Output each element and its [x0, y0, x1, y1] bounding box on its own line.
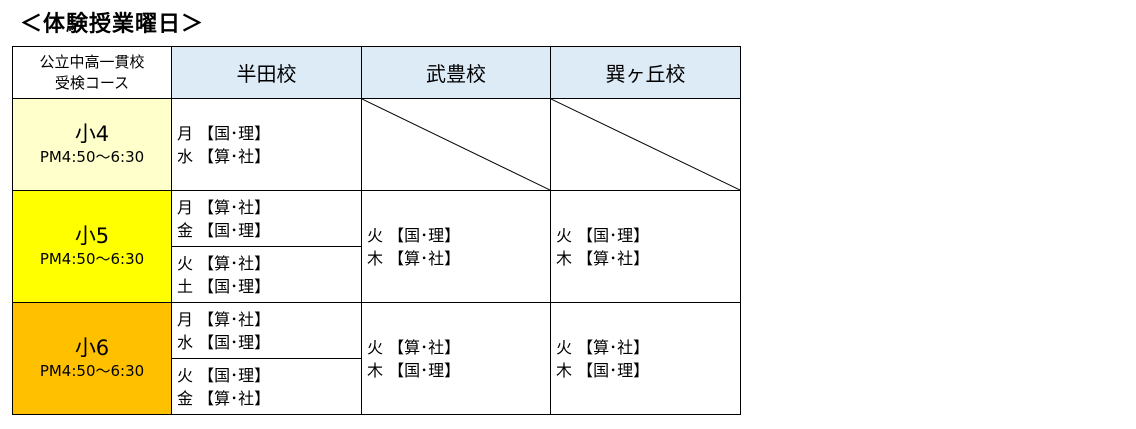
schedule-line: 火 【算･社】 [177, 253, 271, 273]
schedule-line: 木 【算･社】 [367, 248, 461, 268]
schedule-line: 水 【国･理】 [177, 332, 271, 352]
grade-6-cell: 小6 PM4:50～6:30 [12, 302, 172, 415]
grade-5-handa-b: 火 【算･社】 土 【国･理】 [171, 246, 362, 303]
schedule-line: 火 【国･理】 [367, 225, 461, 245]
schedule-line: 木 【算･社】 [556, 248, 650, 268]
schedule-line: 火 【国･理】 [177, 365, 271, 385]
schedule-line: 水 【算･社】 [177, 146, 271, 166]
grade-label: 小4 [74, 122, 110, 146]
grade-time: PM4:50～6:30 [39, 362, 145, 380]
schedule-line: 火 【算･社】 [556, 337, 650, 357]
grade-6-handa-a: 月 【算･社】 水 【国･理】 [171, 302, 362, 359]
schedule-line: 月 【国･理】 [177, 123, 271, 143]
schedule-line: 火 【国･理】 [556, 225, 650, 245]
grade-label: 小6 [74, 336, 110, 360]
schedule-line: 土 【国･理】 [177, 276, 271, 296]
corner-header: 公立中高一貫校 受検コース [12, 46, 172, 99]
schedule-line: 木 【国･理】 [556, 360, 650, 380]
schedule-line: 金 【算･社】 [177, 388, 271, 408]
grade-5-handa-a: 月 【算･社】 金 【国･理】 [171, 190, 362, 247]
header-tatsumigaoka: 巽ヶ丘校 [550, 46, 741, 99]
header-handa: 半田校 [171, 46, 362, 99]
schedule-line: 月 【算･社】 [177, 197, 271, 217]
grade-6-tatsumigaoka: 火 【算･社】 木 【国･理】 [550, 302, 741, 415]
grade-4-taketoyo-empty [361, 98, 551, 191]
grade-time: PM4:50～6:30 [39, 148, 145, 166]
schedule-line: 月 【算･社】 [177, 309, 271, 329]
schedule-line: 木 【国･理】 [367, 360, 461, 380]
diagonal-slash [551, 99, 740, 190]
grade-time: PM4:50～6:30 [39, 250, 145, 268]
corner-line: 受検コース [54, 73, 130, 92]
grade-5-tatsumigaoka: 火 【国･理】 木 【算･社】 [550, 190, 741, 303]
grade-6-handa-b: 火 【国･理】 金 【算･社】 [171, 358, 362, 415]
grade-5-cell: 小5 PM4:50～6:30 [12, 190, 172, 303]
grade-4-handa: 月 【国･理】 水 【算･社】 [171, 98, 362, 191]
schedule-line: 火 【算･社】 [367, 337, 461, 357]
grade-4-cell: 小4 PM4:50～6:30 [12, 98, 172, 191]
header-taketoyo: 武豊校 [361, 46, 551, 99]
schedule-line: 金 【国･理】 [177, 220, 271, 240]
diagonal-slash [362, 99, 550, 190]
corner-line: 公立中高一貫校 [39, 52, 145, 71]
grade-6-taketoyo: 火 【算･社】 木 【国･理】 [361, 302, 551, 415]
grade-label: 小5 [74, 224, 110, 248]
page-title: ＜体験授業曜日＞ [20, 12, 205, 37]
grade-5-taketoyo: 火 【国･理】 木 【算･社】 [361, 190, 551, 303]
grade-4-tatsumigaoka-empty [550, 98, 741, 191]
